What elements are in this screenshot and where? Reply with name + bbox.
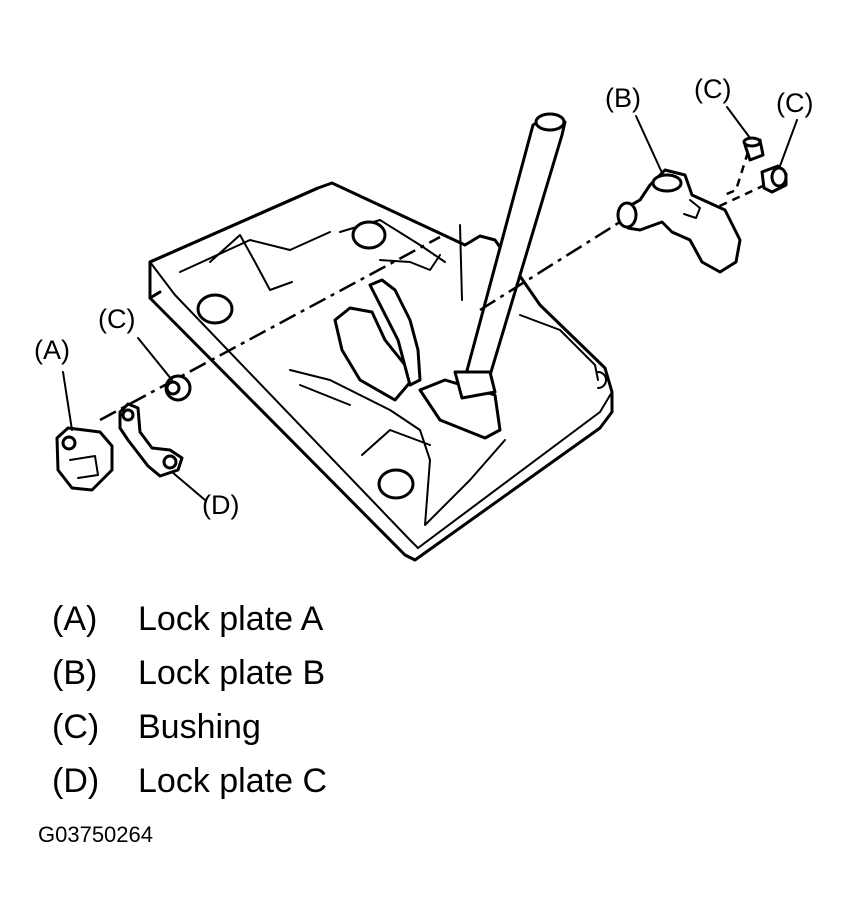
callout-b: (B) <box>605 83 641 113</box>
leader-c2 <box>726 106 751 139</box>
leader-d <box>171 471 206 501</box>
callout-a: (A) <box>34 335 70 365</box>
lock-plate-b <box>616 168 742 274</box>
shift-lever <box>453 112 567 400</box>
legend-key: (D) <box>52 761 100 800</box>
centerline-left <box>99 235 441 422</box>
leader-c3 <box>779 119 798 167</box>
bushing-far-right <box>760 164 788 194</box>
figure-id: G03750264 <box>38 822 153 847</box>
legend-label: Bushing <box>138 707 261 746</box>
detent-plate <box>333 224 502 440</box>
shifter-exploded-diagram: (A) (B) (C) (C) (C) (D) <box>34 74 813 562</box>
legend-key: (A) <box>52 599 98 638</box>
legend-label: Lock plate A <box>138 599 324 638</box>
legend-row-b: (B) Lock plate B <box>52 646 327 700</box>
leader-a <box>62 371 73 431</box>
callout-c-left: (C) <box>98 304 135 334</box>
callout-d: (D) <box>202 490 239 520</box>
legend-row-d: (D) Lock plate C <box>52 754 327 808</box>
callout-c-top-right: (C) <box>694 74 731 104</box>
legend-key: (C) <box>52 707 100 746</box>
leader-c1 <box>137 337 173 381</box>
legend-key: (B) <box>52 653 98 692</box>
parts-legend: (A) Lock plate A (B) Lock plate B (C) Bu… <box>52 592 327 808</box>
legend-row-a: (A) Lock plate A <box>52 592 327 646</box>
lock-plate-a <box>55 426 114 492</box>
bushing-top-right <box>742 136 765 162</box>
callout-c-far-right: (C) <box>776 88 813 118</box>
leader-b <box>635 115 664 176</box>
bushing-left <box>164 374 192 402</box>
centerline-right <box>479 220 621 312</box>
legend-label: Lock plate B <box>138 653 326 692</box>
legend-label: Lock plate C <box>138 761 327 800</box>
centerline-bushing-top <box>721 151 750 198</box>
lock-plate-c <box>118 402 184 478</box>
legend-row-c: (C) Bushing <box>52 700 327 754</box>
